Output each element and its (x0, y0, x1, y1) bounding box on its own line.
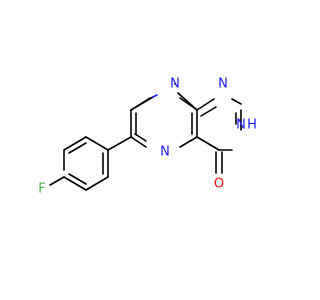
bond-pyrazine-n-c6 (130, 136, 147, 148)
bond-pyrimidine-n1-c2 (231, 98, 242, 105)
bond-pyrazine-n8-c8a (179, 97, 198, 111)
bond-pyrimidine-c8a-n1 (196, 98, 215, 111)
oxygen-atom-label: O (214, 177, 224, 192)
bond-phenyl-fluorine (49, 176, 65, 186)
bond-phenyl-3 (85, 136, 109, 151)
fluorine-atom-label: F (38, 182, 45, 197)
bond-pyrazine-top-c7-n8 (130, 97, 151, 111)
bond-phenyl-6 (63, 176, 87, 191)
nitrogen-atom-label-top-right: N (218, 77, 228, 92)
atom-labels: N N N N H O F (38, 77, 257, 197)
nitrogen-atom-label-top-left: N (170, 77, 180, 92)
bond-phenyl-6-inner (68, 173, 87, 185)
bond-phenyl-2-inner (68, 142, 87, 154)
bond-pyrimidine-c8a-n1-inner (200, 106, 217, 117)
bonds (49, 83, 242, 191)
bond-pyrimidine-c4-c4a (196, 136, 220, 151)
chemical-structure-diagram: N N N N H O F (38, 77, 257, 197)
bond-phenyl-to-pteridine (107, 136, 132, 151)
nitrogen-atom-label-ring-bottom: N (160, 145, 170, 160)
nh-hydrogen-atom-label: H (247, 118, 257, 133)
bond-phenyl-2 (63, 136, 87, 151)
bond-pyrazine-c4a-n (179, 136, 198, 148)
nh-nitrogen-atom-label: N (236, 118, 246, 133)
bond-pyrazine-2n (152, 94, 158, 98)
bond-phenyl-5 (85, 176, 109, 191)
bond-pyrazine-n-c6-inner (134, 133, 147, 142)
